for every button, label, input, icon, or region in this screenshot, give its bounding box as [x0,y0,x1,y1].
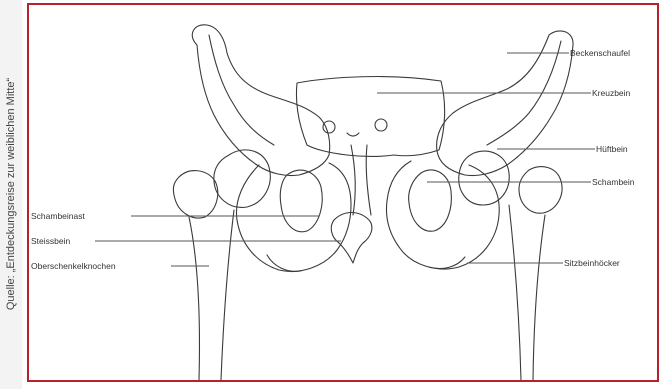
sacral-detail [347,133,359,136]
label-kreuzbein: Kreuzbein [592,88,631,98]
left-iliac-wing [192,25,329,176]
sacral-foramen-right [375,119,387,131]
coccyx [331,213,372,264]
sacral-foramen-left [323,121,335,133]
label-schambeinast: Schambeinast [31,211,86,221]
left-ischial-tuberosity [267,255,301,271]
right-femoral-head [459,151,509,205]
pelvis-illustration-frame: Beckenschaufel Kreuzbein Hüftbein Schamb… [27,3,659,382]
label-hueftbein: Hüftbein [596,144,628,154]
left-femoral-head [214,150,270,208]
right-hip-bone [387,161,500,269]
left-obturator-foramen [280,170,322,232]
label-steissbein: Steissbein [31,236,70,246]
label-sitzbeinhoecker: Sitzbeinhöcker [564,258,620,268]
label-oberschenkelknochen: Oberschenkelknochen [31,261,116,271]
left-greater-trochanter [173,171,217,218]
left-iliac-crest-inner [209,35,274,145]
right-greater-trochanter [519,167,562,214]
source-caption: Quelle: „Entdeckungsreise zur weiblichen… [5,78,17,310]
pelvis-diagram: Beckenschaufel Kreuzbein Hüftbein Schamb… [29,5,657,380]
right-femur [509,205,545,380]
source-strip: Quelle: „Entdeckungsreise zur weiblichen… [0,0,22,389]
left-hip-bone [236,163,351,271]
label-schambein: Schambein [592,177,635,187]
right-obturator-foramen [409,170,452,231]
left-femur [189,210,234,380]
label-beckenschaufel: Beckenschaufel [570,48,630,58]
